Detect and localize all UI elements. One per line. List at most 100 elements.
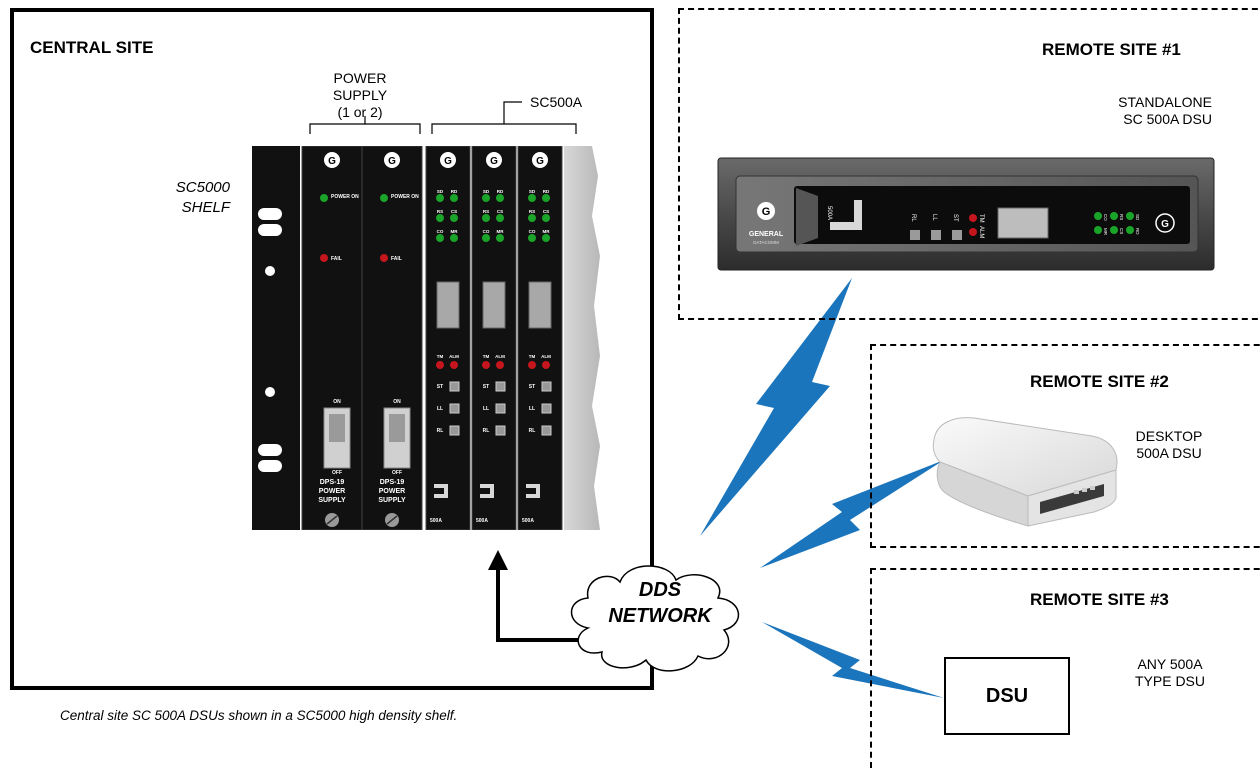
standalone-led-label-rs: RS (1119, 214, 1124, 220)
remote-site-2-description: DESKTOP 500A DSU (1120, 428, 1218, 462)
card-handle (526, 484, 540, 498)
remote-site-3-frame (870, 568, 1260, 768)
standalone-led-rd (1126, 226, 1134, 234)
psu1-on-text: ON (333, 399, 341, 405)
dds-network-cloud (570, 565, 740, 672)
button-ll (449, 403, 460, 414)
mounting-slot (258, 444, 282, 456)
led-label-mr: MR (497, 229, 505, 234)
button-rl (449, 425, 460, 436)
standalone-dsu: G GENERAL DATACOMM 500A RL LL ST TM ALM … (717, 157, 1215, 271)
led-label-rs: RS (483, 209, 489, 214)
led-sd (528, 194, 536, 202)
led-label-cs: CS (497, 209, 503, 214)
led-label-cs: CS (451, 209, 457, 214)
led-label-rs: RS (437, 209, 443, 214)
svg-text:G: G (328, 156, 336, 167)
button-label-st: ST (529, 384, 535, 390)
alarm-led-alm (450, 361, 458, 369)
psu2-name-2: POWER (379, 488, 405, 495)
alarm-label-tm: TM (529, 354, 536, 359)
alarm-led-tm (528, 361, 536, 369)
standalone-led-label-cs: CS (1119, 228, 1124, 234)
sc500a-bracket (431, 101, 577, 134)
button-label-rl: RL (483, 428, 490, 434)
led-label-co: CO (529, 229, 536, 234)
alarm-label-tm: TM (437, 354, 444, 359)
button-label-rl: RL (529, 428, 536, 434)
led-cs (542, 214, 550, 222)
dsu-display (436, 281, 460, 329)
remote-site-1-frame (678, 8, 1260, 320)
led-label-alm: ALM (978, 226, 984, 238)
g-logo-text: G (444, 156, 452, 167)
shelf-label-line-2: SHELF (181, 199, 230, 216)
led-label-sd: SD (529, 189, 536, 194)
led-mr (542, 234, 550, 242)
lightning-bolt-remote-2 (760, 460, 944, 568)
remote-site-2-description-line-2: 500A DSU (1136, 445, 1202, 461)
led-label-mr: MR (543, 229, 551, 234)
mounting-slot (258, 224, 282, 236)
lightning-bolt-remote-3 (762, 622, 944, 698)
brand-sub-text: DATACOMM (753, 240, 779, 245)
desktop-dsu-side (936, 461, 1029, 527)
remote-site-1-description: STANDALONE SC 500A DSU (1050, 94, 1212, 128)
lightning-bolt-remote-1 (700, 278, 852, 536)
led-rd (496, 194, 504, 202)
central-site-frame (10, 8, 654, 690)
card-handle (480, 484, 494, 498)
remote-site-1-description-line-1: STANDALONE (1118, 94, 1212, 110)
alarm-label-alm: ALM (495, 354, 505, 359)
psu1-name-2: POWER (319, 488, 345, 495)
led-rs (436, 214, 444, 222)
remote-site-3-title: REMOTE SITE #3 (1030, 590, 1169, 609)
button-rl (541, 425, 552, 436)
standalone-model-text: 500A (826, 206, 832, 220)
card-handle (434, 484, 448, 498)
shelf-label-line-1: SC5000 (175, 179, 230, 196)
dsu-card-panel (517, 146, 563, 530)
led-label-rs: RS (529, 209, 535, 214)
standalone-led-rs (1110, 212, 1118, 220)
brand-text: GENERAL (749, 231, 784, 238)
g-logo-text: G (536, 156, 544, 167)
standalone-st-button (952, 230, 962, 240)
dsu-card-panel (425, 146, 471, 530)
svg-text:G: G (388, 156, 396, 167)
led-sd (436, 194, 444, 202)
standalone-alm-led (969, 228, 977, 236)
mounting-hole (265, 387, 275, 397)
dds-network-label-line-1: DDS (638, 579, 682, 601)
led-label-sd: SD (483, 189, 490, 194)
led-label-mr: MR (451, 229, 459, 234)
remote-site-3-description-line-1: ANY 500A (1137, 656, 1203, 672)
button-ll (495, 403, 506, 414)
power-supply-labels: POWER ON FAIL ON OFF DPS-19 POWER SUPPLY… (318, 194, 419, 504)
standalone-rl-button (910, 230, 920, 240)
power-supply-module: G (361, 146, 423, 530)
alarm-led-alm (496, 361, 504, 369)
btn-label-st: ST (952, 214, 958, 222)
standalone-led-mr (1094, 226, 1102, 234)
led-label-rd: RD (497, 189, 504, 194)
power-supply-module: G (301, 146, 363, 530)
button-label-rl: RL (437, 428, 444, 434)
button-label-ll: LL (437, 406, 443, 412)
remote-site-2-frame (870, 344, 1260, 548)
standalone-led-co (1094, 212, 1102, 220)
dsu-card-panel (471, 146, 517, 530)
psu2-off-text: OFF (392, 470, 402, 476)
led-rs (482, 214, 490, 222)
psu2-name-1: DPS-19 (380, 479, 405, 486)
remote-site-1-description-line-2: SC 500A DSU (1123, 111, 1212, 127)
svg-text:G: G (762, 206, 771, 218)
led-sd (482, 194, 490, 202)
g-logo (486, 152, 502, 168)
desktop-dsu-panel (1040, 484, 1104, 514)
led-label-sd: SD (437, 189, 444, 194)
button-st (449, 381, 460, 392)
